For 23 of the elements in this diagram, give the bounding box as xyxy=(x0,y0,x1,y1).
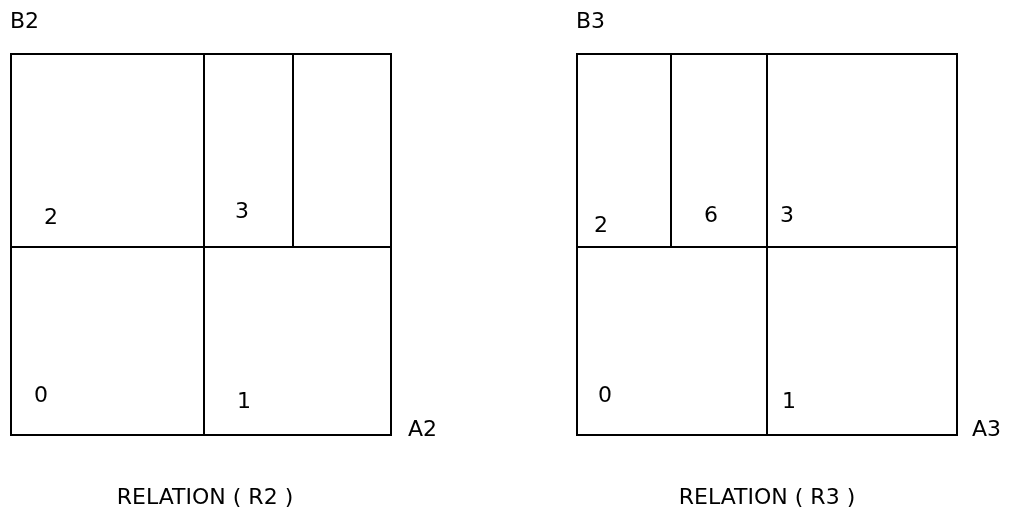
cell-number: 1 xyxy=(782,390,796,412)
grid-cell xyxy=(576,246,768,436)
axis-label: B3 xyxy=(576,10,606,32)
cell-number: 2 xyxy=(44,206,58,228)
caption: RELATION ( R2 ) xyxy=(116,486,294,508)
cell-number: 3 xyxy=(235,200,249,222)
cell-number: 0 xyxy=(34,384,48,406)
cell-number: 2 xyxy=(594,214,608,236)
caption: RELATION ( R3 ) xyxy=(678,486,856,508)
grid-cell xyxy=(10,246,205,436)
cell-number: 6 xyxy=(704,204,718,226)
axis-label: A2 xyxy=(408,418,438,440)
grid-cell xyxy=(203,246,392,436)
cell-number: 1 xyxy=(237,390,251,412)
grid-cell xyxy=(10,53,205,248)
axis-label: B2 xyxy=(10,10,40,32)
cell-number: 3 xyxy=(780,204,794,226)
grid-cell xyxy=(766,246,958,436)
axis-label: A3 xyxy=(972,418,1002,440)
grid-cell xyxy=(292,53,392,248)
grid-cell xyxy=(766,53,958,248)
cell-number: 0 xyxy=(598,384,612,406)
grid-cell xyxy=(576,53,672,248)
